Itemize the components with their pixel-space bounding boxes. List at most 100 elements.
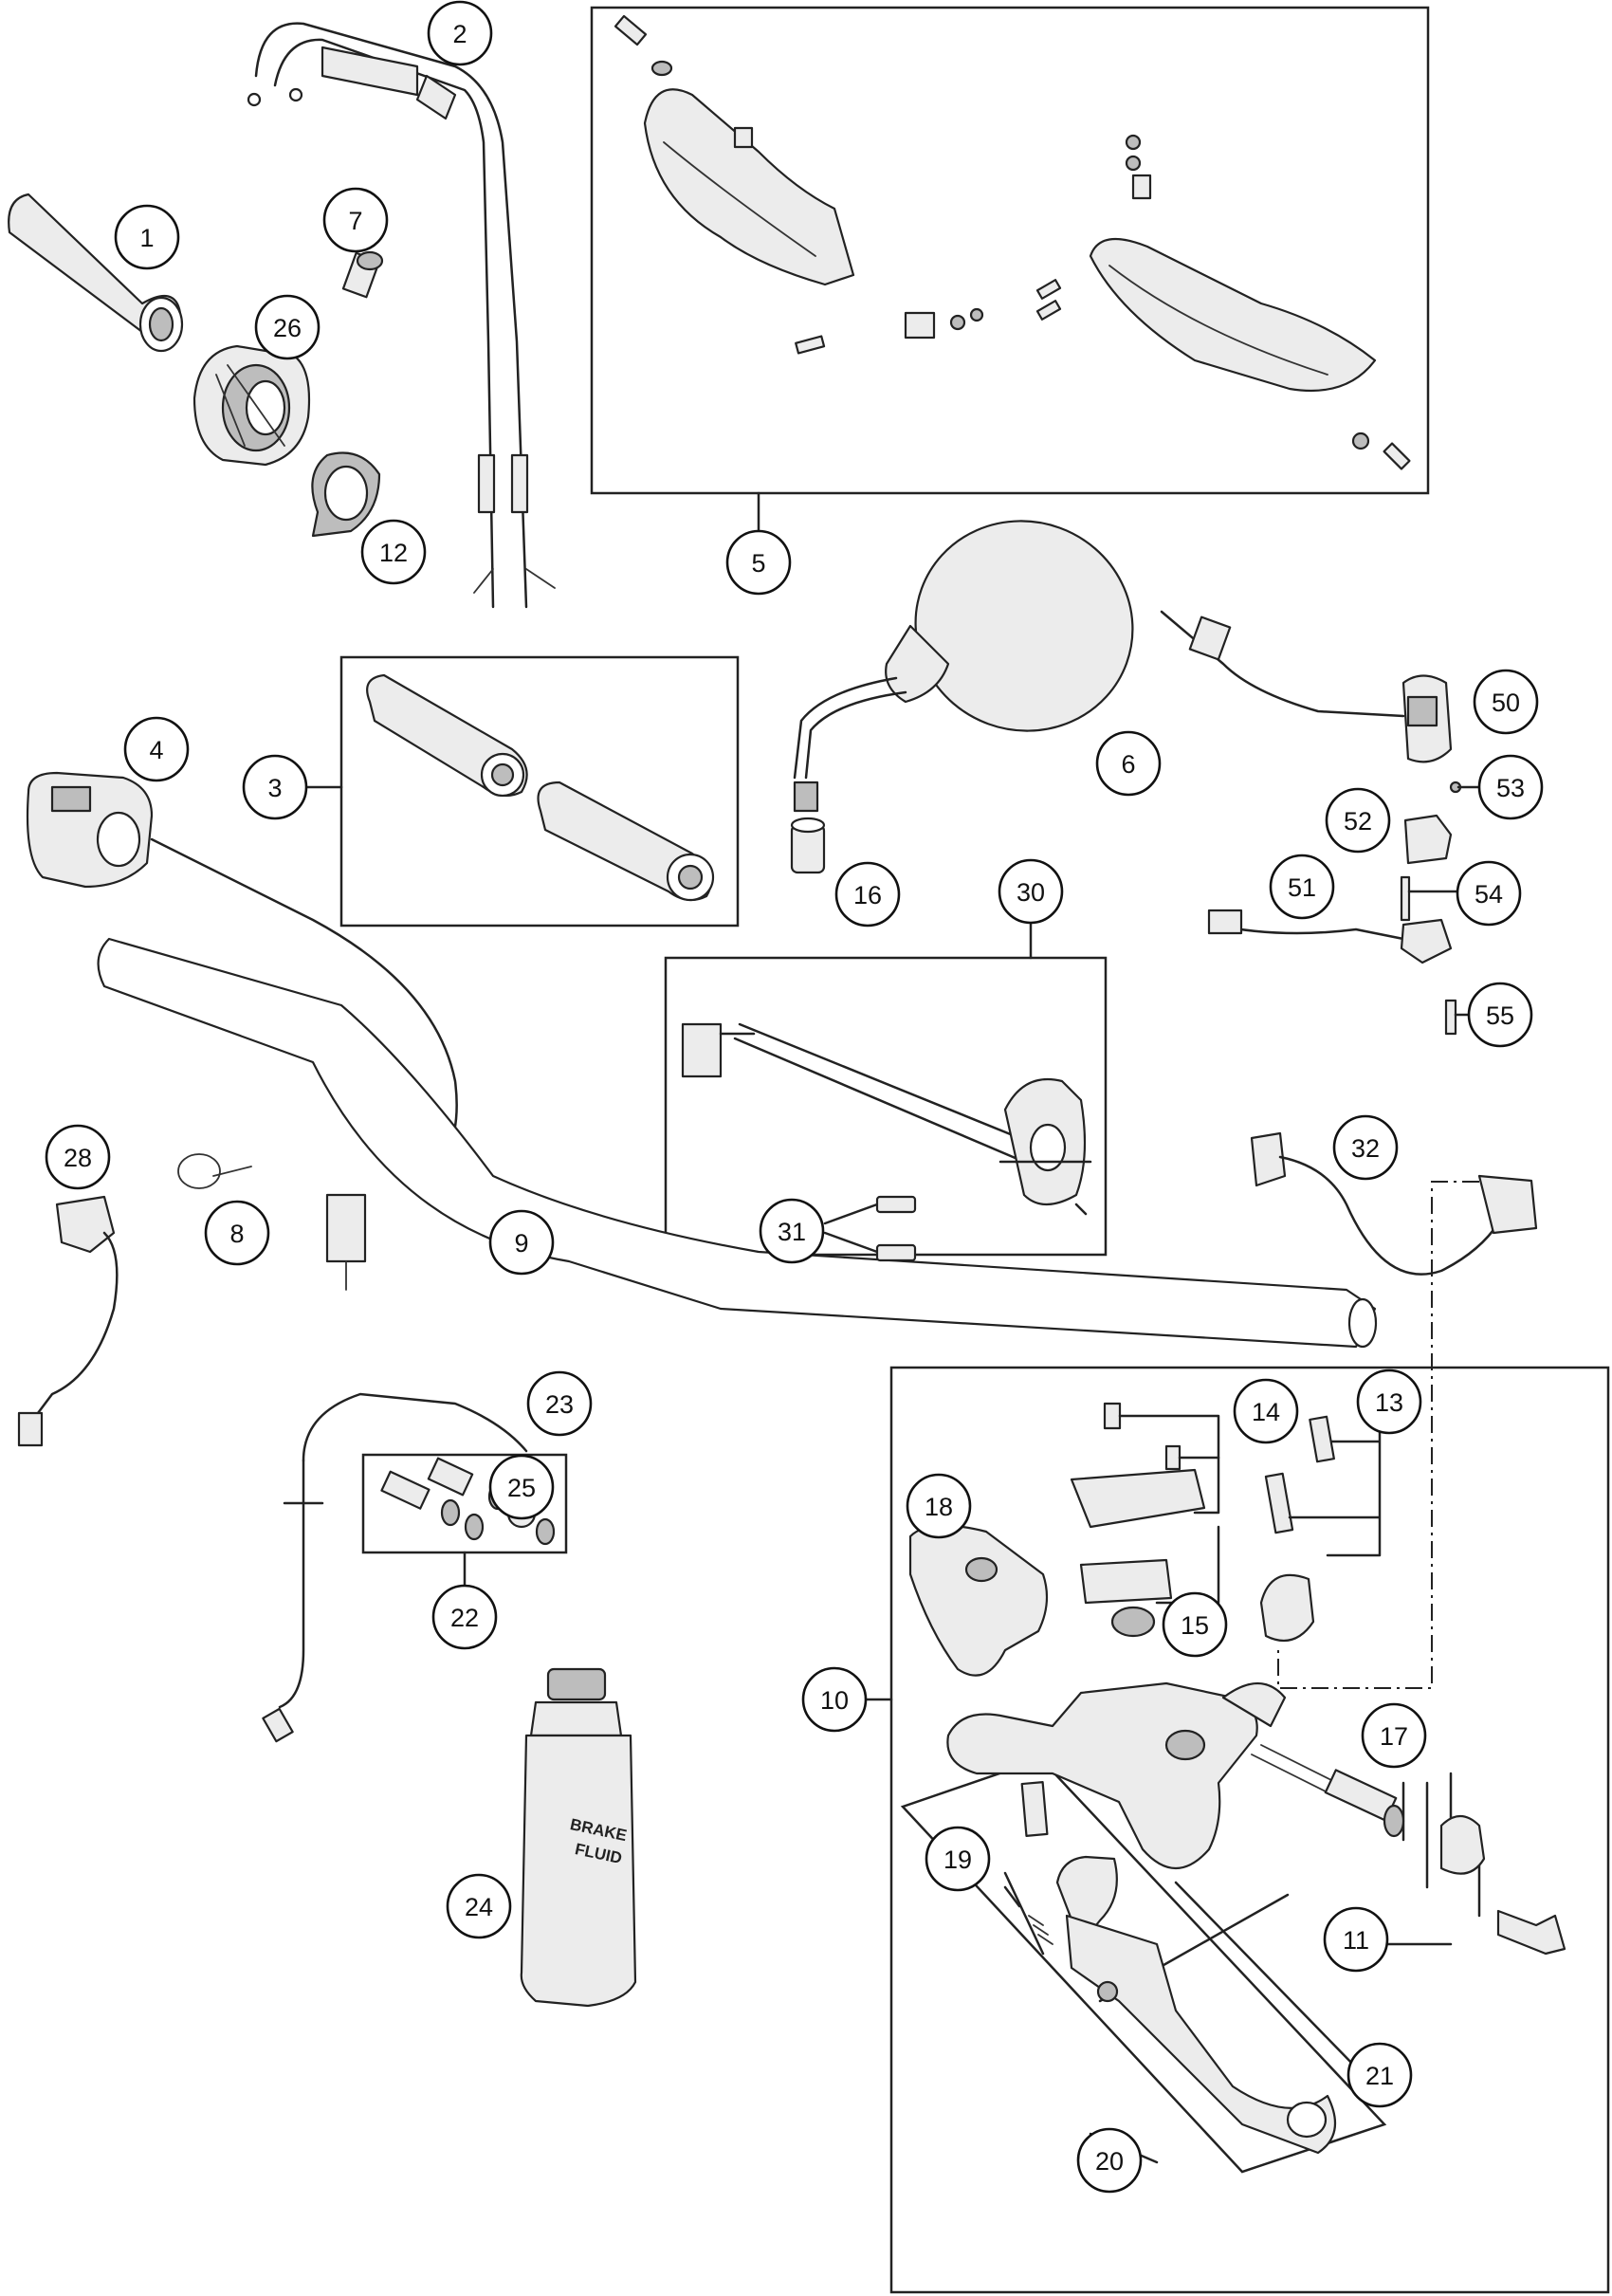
callout-label-21: 21 (1365, 2062, 1394, 2090)
callout-circle-18 (906, 1473, 972, 1539)
callout-55: 55 (1467, 982, 1533, 1048)
callout-circle-10 (801, 1666, 868, 1733)
callout-32: 32 (1332, 1114, 1399, 1181)
callout-3: 3 (242, 754, 308, 820)
part-19-screw-spring (1003, 1781, 1053, 1956)
callout-label-25: 25 (507, 1474, 536, 1502)
callout-circle-9 (488, 1209, 555, 1276)
part-2-throttle-cables (247, 22, 556, 609)
callout-label-32: 32 (1351, 1134, 1380, 1163)
callout-circle-2 (427, 0, 493, 66)
callout-5: 5 (725, 529, 792, 596)
callout-circle-50 (1473, 669, 1539, 735)
callout-circle-32 (1332, 1114, 1399, 1181)
part-20-brake-lever (1055, 1855, 1337, 2164)
part-6-mirror (793, 520, 1134, 813)
callout-8: 8 (204, 1200, 270, 1266)
callout-label-5: 5 (751, 549, 765, 578)
callout-22: 22 (431, 1584, 498, 1650)
part-51-switch-harness (1207, 909, 1453, 964)
part-28-switch (17, 1195, 119, 1447)
callout-label-28: 28 (64, 1144, 92, 1172)
callout-11: 11 (1323, 1906, 1389, 1973)
callout-circle-16 (834, 861, 901, 928)
callout-label-52: 52 (1344, 807, 1372, 836)
callout-label-9: 9 (514, 1229, 528, 1258)
callout-label-16: 16 (853, 881, 882, 909)
part-54-pin (1400, 875, 1462, 922)
callout-28: 28 (45, 1124, 111, 1190)
callout-20: 20 (1076, 2127, 1143, 2194)
callout-label-7: 7 (348, 207, 362, 235)
callout-13: 13 (1356, 1368, 1422, 1435)
part-52-cover (1403, 814, 1453, 865)
callout-circle-53 (1477, 754, 1544, 820)
part-50-switch (1160, 610, 1453, 763)
callout-label-17: 17 (1380, 1722, 1408, 1751)
callout-circle-3 (242, 754, 308, 820)
callout-circle-4 (123, 716, 190, 782)
callout-circle-5 (725, 529, 792, 596)
callout-label-6: 6 (1121, 750, 1135, 779)
callout-label-15: 15 (1181, 1611, 1209, 1640)
callout-label-51: 51 (1288, 873, 1316, 902)
part-18-protection-cap (908, 1524, 1049, 1677)
callout-circle-19 (925, 1826, 991, 1892)
callout-label-18: 18 (925, 1493, 953, 1521)
callout-label-3: 3 (267, 774, 282, 802)
callout-label-20: 20 (1095, 2147, 1124, 2176)
callout-21: 21 (1346, 2042, 1413, 2108)
callout-circle-14 (1233, 1378, 1299, 1444)
part-13-clamp-screws (1259, 1415, 1382, 1643)
callout-30: 30 (998, 858, 1064, 925)
part-1-throttle-grip-tube (8, 193, 184, 353)
callout-15: 15 (1162, 1591, 1228, 1658)
callout-label-53: 53 (1496, 774, 1525, 802)
callout-label-12: 12 (379, 539, 408, 567)
callout-2: 2 (427, 0, 493, 66)
part-14-cover-screws (1070, 1402, 1220, 1605)
callout-circle-11 (1323, 1906, 1389, 1973)
callout-6: 6 (1095, 730, 1162, 797)
group-box-21 (900, 1757, 1387, 2174)
callout-circle-28 (45, 1124, 111, 1190)
callout-circle-6 (1095, 730, 1162, 797)
callout-label-13: 13 (1375, 1388, 1403, 1417)
handlebar-connector (325, 1193, 367, 1291)
part-16-adapter (790, 817, 826, 874)
callout-circle-13 (1356, 1368, 1422, 1435)
callout-53: 53 (1477, 754, 1544, 820)
part-4-combination-switch (26, 771, 458, 1187)
part-3-grips (366, 673, 715, 902)
callout-circle-30 (998, 858, 1064, 925)
part-5-hand-guards (614, 14, 1411, 470)
callout-label-24: 24 (465, 1893, 493, 1921)
callout-12: 12 (360, 519, 427, 585)
part-8-cable-tie (177, 1153, 252, 1189)
callout-52: 52 (1325, 787, 1391, 854)
callout-label-1: 1 (139, 224, 154, 252)
callout-54: 54 (1456, 860, 1522, 927)
callout-25: 25 (488, 1454, 555, 1520)
callout-circle-12 (360, 519, 427, 585)
callout-circle-23 (526, 1370, 593, 1437)
callout-23: 23 (526, 1370, 593, 1437)
callout-circle-54 (1456, 860, 1522, 927)
callout-label-4: 4 (149, 736, 163, 764)
part-7-screw (341, 250, 384, 299)
callout-9: 9 (488, 1209, 555, 1276)
part-23-brake-hose (262, 1392, 556, 1743)
callout-circle-21 (1346, 2042, 1413, 2108)
callout-circle-7 (322, 187, 389, 253)
callout-19: 19 (925, 1826, 991, 1892)
callout-label-19: 19 (943, 1846, 972, 1874)
callout-circle-26 (254, 294, 321, 360)
callout-label-23: 23 (545, 1390, 574, 1419)
callout-label-50: 50 (1492, 689, 1520, 717)
part-30-switch-assembly (681, 1022, 1088, 1216)
part-31-screws (823, 1195, 917, 1262)
callout-label-2: 2 (452, 20, 467, 48)
callout-50: 50 (1473, 669, 1539, 735)
